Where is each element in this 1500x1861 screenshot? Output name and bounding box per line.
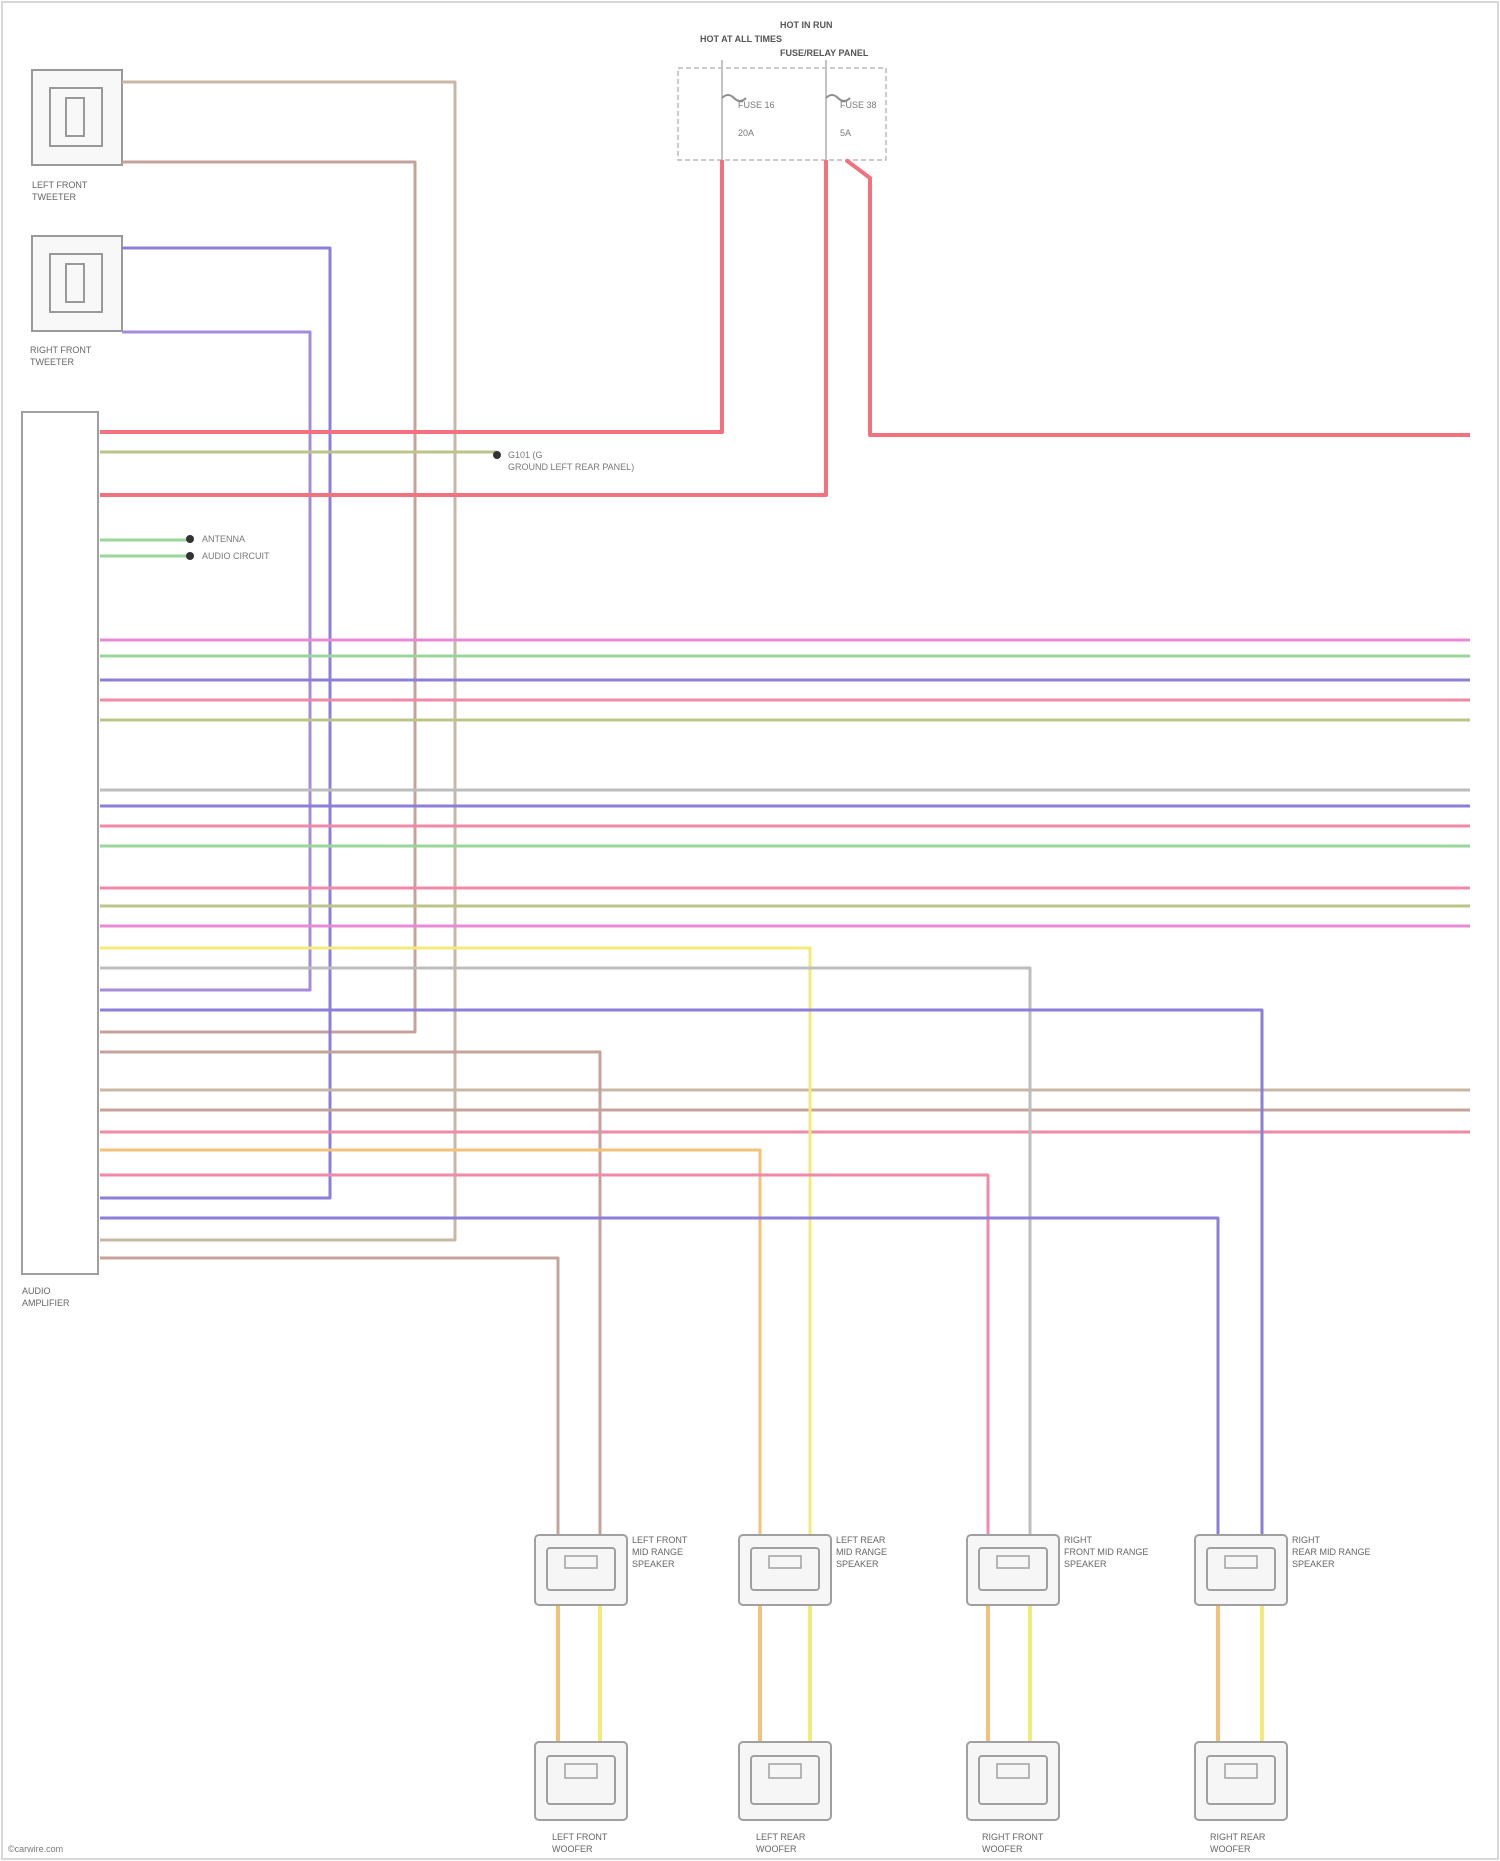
junction-note-2: AUDIO CIRCUIT <box>202 551 270 561</box>
rf-mid-label-3: SPEAKER <box>1064 1559 1107 1569</box>
ground-note-line1: G101 (G <box>508 450 543 460</box>
audio-amplifier-label-2: AMPLIFIER <box>22 1298 70 1308</box>
left-front-tweeter-label-2: TWEETER <box>32 192 76 202</box>
lf-mid-label-2: MID RANGE <box>632 1547 683 1557</box>
audio-amplifier-label-1: AUDIO <box>22 1286 51 1296</box>
audio-amplifier: AUDIO AMPLIFIER <box>22 412 98 1308</box>
ground-point <box>493 451 501 459</box>
ground-note-line2: GROUND LEFT REAR PANEL) <box>508 462 634 472</box>
footer-copyright: ©carwire.com <box>8 1844 63 1854</box>
rf-woofer-label-1: RIGHT FRONT <box>982 1832 1044 1842</box>
rr-mid-label-3: SPEAKER <box>1292 1559 1335 1569</box>
lf-woofer-label-1: LEFT FRONT <box>552 1832 608 1842</box>
rr-mid-label-2: REAR MID RANGE <box>1292 1547 1371 1557</box>
left-front-tweeter-label-1: LEFT FRONT <box>32 180 88 190</box>
fuse-2-rating: 5A <box>840 128 851 138</box>
lr-woofer-label-2: WOOFER <box>756 1844 797 1854</box>
rr-woofer-label-2: WOOFER <box>1210 1844 1251 1854</box>
right-front-tweeter-label-2: TWEETER <box>30 357 74 367</box>
rr-mid-label-1: RIGHT <box>1292 1535 1321 1545</box>
junction-note-1: ANTENNA <box>202 534 245 544</box>
rf-mid-label-2: FRONT MID RANGE <box>1064 1547 1148 1557</box>
rf-mid-label-1: RIGHT <box>1064 1535 1093 1545</box>
lf-mid-label-3: SPEAKER <box>632 1559 675 1569</box>
lf-woofer-label-2: WOOFER <box>552 1844 593 1854</box>
lr-mid-label-2: MID RANGE <box>836 1547 887 1557</box>
fuse-2-name: FUSE 38 <box>840 100 877 110</box>
rf-woofer-label-2: WOOFER <box>982 1844 1023 1854</box>
lr-mid-label-3: SPEAKER <box>836 1559 879 1569</box>
fuse-1-rating: 20A <box>738 128 754 138</box>
rr-woofer-label-1: RIGHT REAR <box>1210 1832 1266 1842</box>
fuse-panel-hot-run-label: HOT IN RUN <box>780 20 833 30</box>
junction-dot-1 <box>186 535 194 543</box>
fuse-panel-hot-always-label: HOT AT ALL TIMES <box>700 34 782 44</box>
fuse-1-name: FUSE 16 <box>738 100 775 110</box>
lr-woofer-label-1: LEFT REAR <box>756 1832 806 1842</box>
right-front-tweeter-label-1: RIGHT FRONT <box>30 345 92 355</box>
fuse-panel-title: FUSE/RELAY PANEL <box>780 48 869 58</box>
junction-dot-2 <box>186 552 194 560</box>
lr-mid-label-1: LEFT REAR <box>836 1535 886 1545</box>
lf-mid-label-1: LEFT FRONT <box>632 1535 688 1545</box>
